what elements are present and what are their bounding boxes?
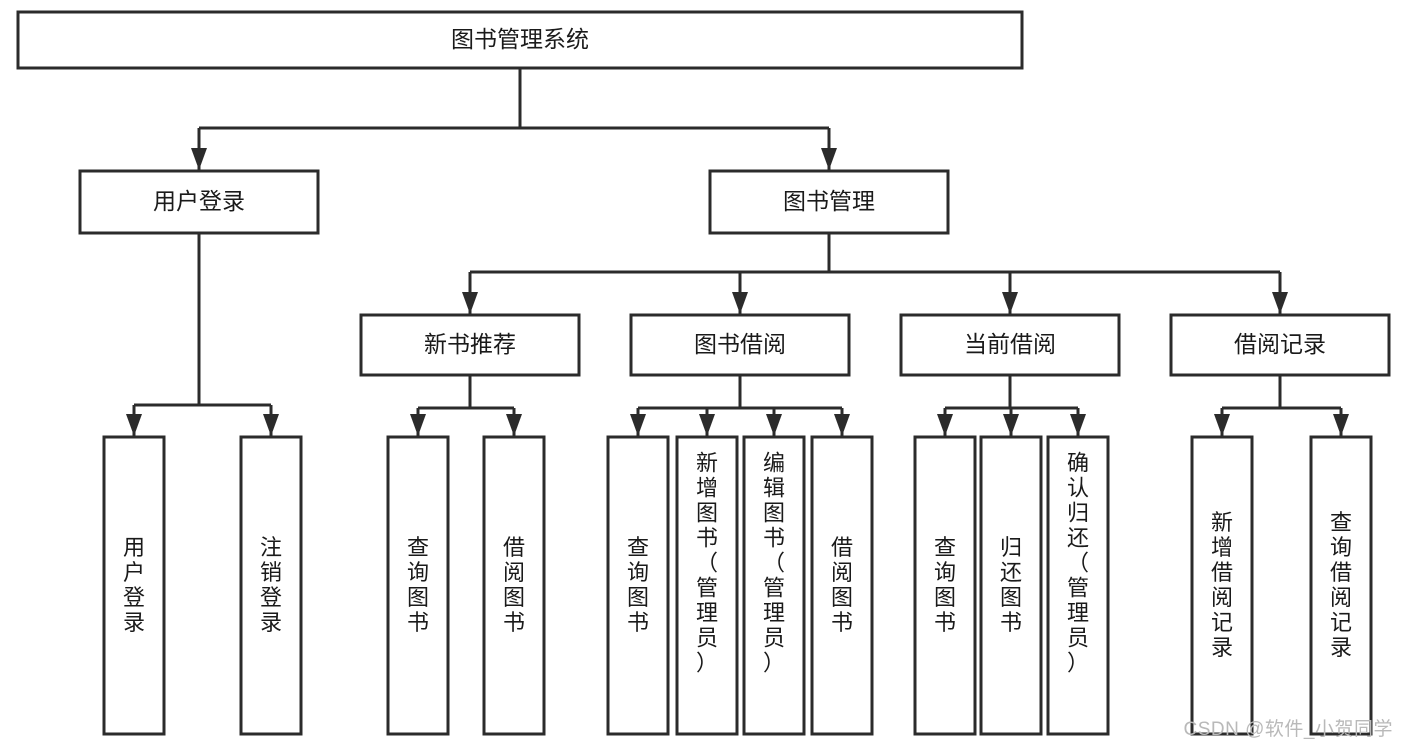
node-box: [102, 435, 166, 736]
arrow-head-icon: [462, 292, 478, 314]
node-leaf-借阅图书-3[interactable]: 借阅图书: [482, 435, 546, 736]
node-label: 用户登录: [123, 535, 145, 635]
arrow-head-icon: [1272, 292, 1288, 314]
arrow-head-icon: [1003, 414, 1019, 436]
arrow-head-icon: [834, 414, 850, 436]
node-label: 归还图书: [1000, 535, 1022, 635]
node-leaf-注销登录-1[interactable]: 注销登录: [239, 435, 303, 736]
node-label: 注销登录: [260, 535, 282, 635]
node-label: 查询借阅记录: [1330, 510, 1352, 660]
node-label: 查询图书: [407, 535, 429, 635]
node-label: 借阅记录: [1234, 331, 1326, 357]
node-box: [708, 169, 950, 235]
node-box: [629, 313, 851, 377]
arrow-head-icon: [1214, 414, 1230, 436]
nodes-layer: 图书管理系统用户登录图书管理新书推荐图书借阅当前借阅借阅记录用户登录注销登录查询…: [16, 10, 1391, 736]
arrow-head-icon: [732, 292, 748, 314]
node-l3-图书借阅-1[interactable]: 图书借阅: [629, 313, 851, 377]
arrow-head-icon: [1002, 292, 1018, 314]
node-l3-新书推荐-0[interactable]: 新书推荐: [359, 313, 581, 377]
node-box: [482, 435, 546, 736]
arrow-head-icon: [766, 414, 782, 436]
arrow-head-icon: [263, 414, 279, 436]
node-root-图书管理系统-0[interactable]: 图书管理系统: [16, 10, 1024, 70]
node-label: 图书管理系统: [451, 26, 589, 52]
node-label: 新增借阅记录: [1211, 510, 1233, 660]
node-box: [913, 435, 977, 736]
node-label: 用户登录: [153, 188, 245, 214]
node-l3-借阅记录-3[interactable]: 借阅记录: [1169, 313, 1391, 377]
node-box: [606, 435, 670, 736]
node-leaf-新增借阅记录-11[interactable]: 新增借阅记录: [1190, 435, 1254, 736]
node-l2-用户登录-0[interactable]: 用户登录: [78, 169, 320, 235]
node-label: 编辑图书（管理员）: [763, 451, 785, 676]
node-label: 确认归还（管理员）: [1067, 451, 1089, 676]
node-leaf-用户登录-0[interactable]: 用户登录: [102, 435, 166, 736]
node-leaf-新增图书管理员-5[interactable]: 新增图书（管理员）: [675, 435, 739, 736]
node-label: 借阅图书: [831, 535, 853, 635]
arrow-head-icon: [1333, 414, 1349, 436]
node-label: 借阅图书: [503, 535, 525, 635]
node-label: 查询图书: [934, 535, 956, 635]
arrow-head-icon: [821, 148, 837, 170]
node-label: 新增图书（管理员）: [696, 451, 718, 676]
node-box: [810, 435, 874, 736]
node-leaf-查询图书-8[interactable]: 查询图书: [913, 435, 977, 736]
node-label: 新书推荐: [424, 331, 516, 357]
arrow-head-icon: [506, 414, 522, 436]
node-leaf-借阅图书-7[interactable]: 借阅图书: [810, 435, 874, 736]
node-leaf-查询借阅记录-12[interactable]: 查询借阅记录: [1309, 435, 1373, 736]
node-leaf-编辑图书管理员-6[interactable]: 编辑图书（管理员）: [742, 435, 806, 736]
arrow-head-icon: [126, 414, 142, 436]
node-box: [979, 435, 1043, 736]
node-label: 图书借阅: [694, 331, 786, 357]
node-box: [899, 313, 1121, 377]
node-box: [239, 435, 303, 736]
node-leaf-归还图书-9[interactable]: 归还图书: [979, 435, 1043, 736]
node-box: [78, 169, 320, 235]
arrow-head-icon: [937, 414, 953, 436]
node-label: 图书管理: [783, 188, 875, 214]
node-label: 当前借阅: [964, 331, 1056, 357]
node-box: [1309, 435, 1373, 736]
node-box: [386, 435, 450, 736]
arrow-head-icon: [410, 414, 426, 436]
arrow-head-icon: [630, 414, 646, 436]
node-box: [742, 435, 806, 736]
node-l2-图书管理-1[interactable]: 图书管理: [708, 169, 950, 235]
node-label: 查询图书: [627, 535, 649, 635]
node-leaf-确认归还管理员-10[interactable]: 确认归还（管理员）: [1046, 435, 1110, 736]
arrow-head-icon: [191, 148, 207, 170]
arrow-head-icon: [1070, 414, 1086, 436]
node-leaf-查询图书-2[interactable]: 查询图书: [386, 435, 450, 736]
node-box: [1046, 435, 1110, 736]
node-leaf-查询图书-4[interactable]: 查询图书: [606, 435, 670, 736]
arrow-head-icon: [699, 414, 715, 436]
edges-layer: [126, 68, 1349, 436]
node-box: [16, 10, 1024, 70]
node-box: [675, 435, 739, 736]
node-box: [359, 313, 581, 377]
node-l3-当前借阅-2[interactable]: 当前借阅: [899, 313, 1121, 377]
node-box: [1169, 313, 1391, 377]
node-box: [1190, 435, 1254, 736]
